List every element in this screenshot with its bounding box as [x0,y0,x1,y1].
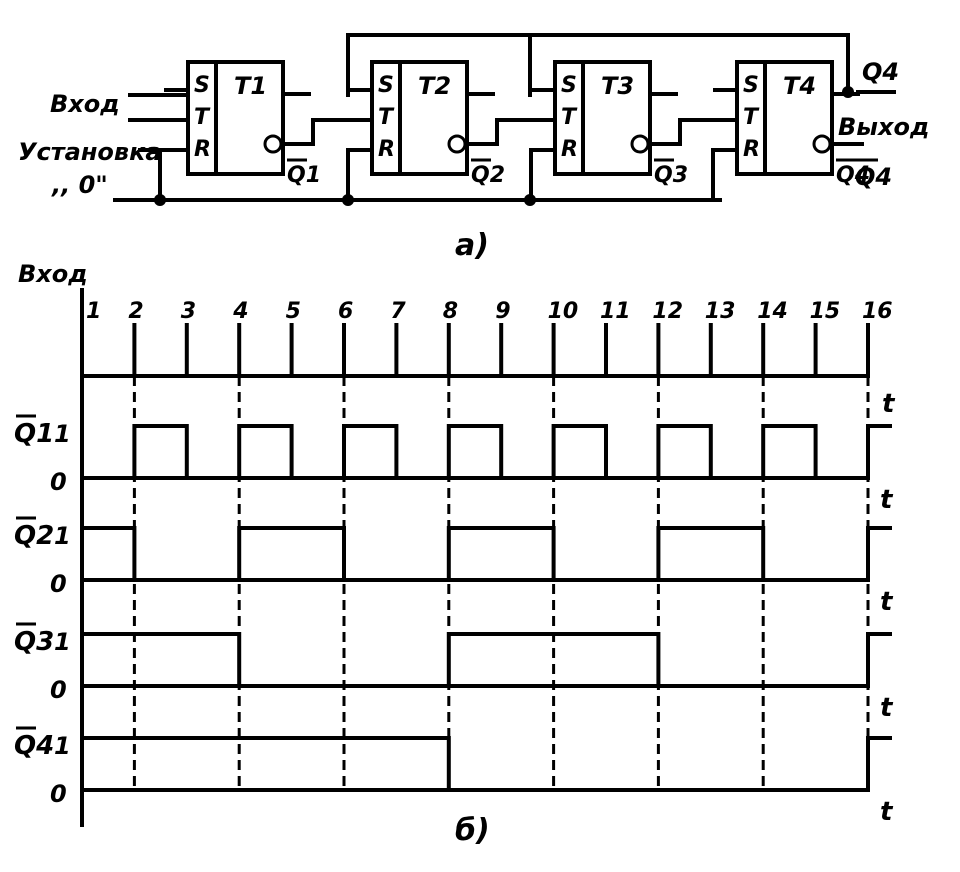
output-qbar-label: Q4 [855,163,892,191]
pulse-number: 16 [862,299,893,324]
qbar-label: Q1 [287,163,321,188]
input-r-label: R [561,137,578,162]
junction-dot [842,86,854,98]
level-low-label: 0 [50,570,67,598]
transition-guides [132,376,870,790]
junction-dot [154,194,166,206]
signal-name: Q2 [14,521,54,551]
qbar-label: Q4 [836,163,870,188]
pulse-number: 3 [181,299,196,324]
input-s-label: S [194,73,210,98]
waveform [80,526,892,582]
input-s-label: S [561,73,577,98]
inversion-bubble [812,134,832,154]
pulse-number: 12 [652,299,683,324]
axis-t-label: t [882,389,896,419]
flipflop-box [370,60,469,176]
qbar-to-next-t [648,118,739,146]
level-high-label: 1 [54,628,71,656]
pulse-number: 10 [548,299,579,324]
caption-b: б) [455,813,490,848]
input-t-label: T [378,105,395,130]
input-t-label: T [194,105,211,130]
flipflop-name: T2 [418,72,451,100]
axis-t-label: t [880,587,894,617]
pulse-number: 5 [286,299,301,324]
inversion-bubble [263,134,283,154]
pulse-number: 14 [757,299,788,324]
pulse-number: 8 [443,299,458,324]
axis-t-label: t [880,693,894,723]
input-s-label: S [378,73,394,98]
pulse-number: 4 [232,299,248,324]
counter-circuit: Вход Установка ,, 0" STRT1Q1STRT2Q2STRT3… [18,33,929,263]
qbar-label: Q2 [471,163,505,188]
flipflop-box [186,60,285,176]
input-r-label: R [743,137,760,162]
feedback-bus [346,33,850,97]
input-t-label: T [743,105,760,130]
flipflop-box [553,60,652,176]
level-low-label: 0 [50,676,67,704]
input-pulses: t [80,323,896,419]
input-s-label: S [743,73,759,98]
qbar-to-next-t [465,118,557,146]
waveform [80,736,892,792]
input-r-label: R [378,137,395,162]
pulse-number: 7 [390,299,406,324]
q4-label: Q4 [862,58,899,86]
flipflop-name: T4 [783,72,816,100]
axis-t-label: t [880,485,894,515]
input-t-label: T [561,105,578,130]
inversion-bubble [447,134,467,154]
junction-dot [524,194,536,206]
inversion-bubble [630,134,650,154]
axis-t-label: t [880,797,894,827]
pulse-number: 11 [600,299,631,324]
reset-label-line2: ,, 0" [51,171,108,199]
level-high-label: 1 [54,420,71,448]
level-low-label: 0 [50,468,67,496]
flipflop-name: T1 [234,72,267,100]
level-high-label: 1 [54,732,71,760]
timing-input-label: Вход [18,260,88,288]
pulse-number: 15 [810,299,841,324]
pulse-number: 2 [128,299,143,324]
junction-dot [342,194,354,206]
waveform [80,632,892,688]
flipflop-box [735,60,834,176]
pulse-number: 6 [338,299,353,324]
input-label: Вход [50,90,120,118]
reset-label-line1: Установка [18,138,162,166]
qbar-to-next-t [281,118,374,146]
pulse-number: 1 [86,299,101,324]
level-low-label: 0 [50,780,67,808]
signal-name: Q3 [14,627,54,657]
waveform [80,424,892,480]
signal-name: Q4 [14,731,54,761]
level-high-label: 1 [54,522,71,550]
caption-a: a) [455,228,489,263]
input-r-label: R [194,137,211,162]
pulse-number: 9 [495,299,510,324]
qbar-label: Q3 [654,163,688,188]
signal-name: Q1 [14,419,54,449]
flipflop-name: T3 [601,72,634,100]
output-label: Выход [838,113,929,141]
pulse-number: 13 [705,299,736,324]
